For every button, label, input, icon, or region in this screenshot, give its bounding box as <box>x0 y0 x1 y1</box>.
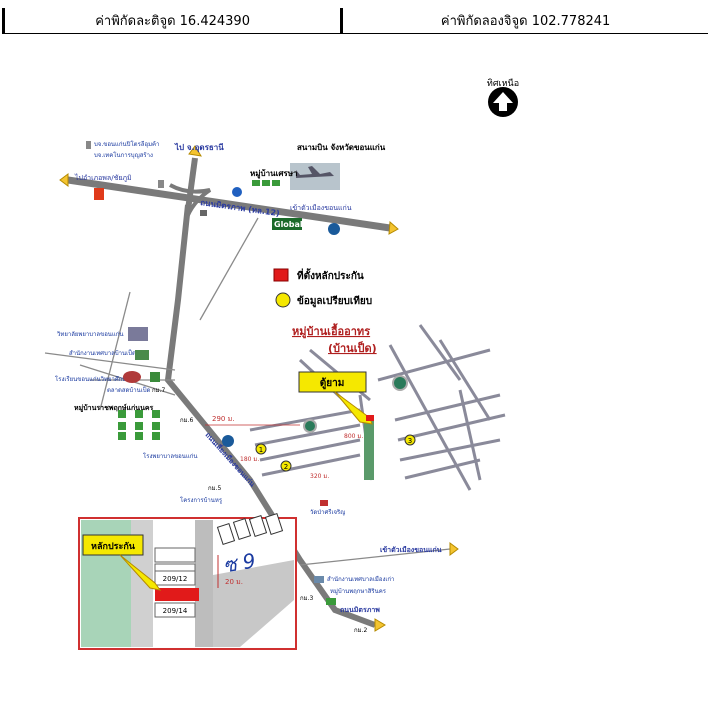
to-phon-label: ไปอำเภอพล/ชัยภูมิ <box>74 173 132 182</box>
comparison-3-marker <box>404 434 416 446</box>
green-strip <box>364 420 374 480</box>
km6-label: กม.6 <box>180 417 193 424</box>
school-label: วิทยาลัยพยาบาลขอนแก่น <box>56 331 123 338</box>
road-to-udon: ไป จ.อุดรธานี <box>169 142 224 216</box>
water-drop-icon <box>232 187 242 197</box>
km3-label: กม.3 <box>300 595 313 602</box>
collateral-label: หลักประกัน <box>91 541 136 552</box>
dist-290-label: 290 ม. <box>212 415 234 423</box>
village-name-label: หมู่บ้านเอื้ออาทร <box>292 323 370 339</box>
legend: ที่ตั้งหลักประกัน ข้อมูลเปรียบเทียบ <box>273 268 372 308</box>
company-1-label: บจ.ขอนแก่นปิโตรลีอุมค้า <box>94 140 159 148</box>
comparison-2-marker <box>280 460 292 472</box>
svg-text:3: 3 <box>408 437 412 445</box>
legend-site-swatch <box>273 268 289 282</box>
guard-post-box <box>298 371 367 393</box>
village-lower-label: หมู่บ้านพฤกษาสิรินคร <box>330 588 387 595</box>
svg-text:2: 2 <box>284 463 288 471</box>
inset-detail: 209/12 209/14 หลักประกัน 20 ม. ซ 9 <box>78 512 297 650</box>
main-highway: ถนนมิตรภาพ (ทล.12) ไปอำเภอพล/ชัยภูมิ เข้… <box>59 173 399 235</box>
comparison-1-marker <box>255 443 267 455</box>
village-area: หมู่บ้านเอื้ออาทร (บ้านเป็ด) ตู้ยาม <box>205 323 506 516</box>
ptt-station-2-icon <box>222 435 234 447</box>
km2-label: กม.2 <box>354 627 367 634</box>
north-arrow-icon <box>493 92 513 111</box>
global-logo <box>272 218 302 230</box>
lower-right: เข้าตัวเมืองขอนแก่น สำนักงานเทศบาลเมืองเ… <box>300 542 459 634</box>
village-setha: หมู่บ้านเศรษา Global <box>200 168 340 235</box>
resort-label: โครงการบ้านหรู <box>180 496 223 504</box>
site-marker <box>366 415 374 421</box>
dist-180-label: 180 ม. <box>240 456 259 463</box>
roundabout <box>392 375 408 391</box>
lot-2-label: 209/14 <box>163 607 188 615</box>
village-alt-label: (บ้านเป็ด) <box>328 341 377 355</box>
airport-label-1: สนามบิน จังหวัดขอนแก่น <box>297 143 386 152</box>
to-udon-label: ไป จ.อุดรธานี <box>174 142 224 153</box>
km5-label: กม.5 <box>208 485 221 492</box>
companies-cluster: บจ.ขอนแก่นปิโตรลีอุมค้า บจ.เทคโนการบุญสร… <box>86 140 164 200</box>
north-label: ทิศเหนือ <box>487 78 519 89</box>
collateral-lot <box>155 588 199 601</box>
road-mittraphap-label: ถนนมิตรภาพ (ทล.12) <box>200 198 281 218</box>
office-lower-label: สำนักงานเทศบาลเมืองเก่า <box>327 575 394 583</box>
guard-post-label: ตู้ยาม <box>320 377 345 390</box>
svg-text:1: 1 <box>259 446 263 454</box>
latitude-cell: ค่าพิกัดละติจูด 16.424390 <box>1 8 342 34</box>
temple-label: วัดป่าศรีเจริญ <box>310 508 345 516</box>
temple-school-label: โรงเรียนขอนแก่นวิทยาศึกษา <box>55 375 130 383</box>
left-landmarks: วิทยาลัยพยาบาลขอนแก่น สำนักงานเทศบาลบ้าน… <box>55 327 234 504</box>
school-building-icon <box>128 327 148 341</box>
seven-eleven-icon <box>150 372 160 382</box>
to-city-2-label: เข้าตัวเมืองขอนแก่น <box>380 545 442 554</box>
airport: สนามบิน จังหวัดขอนแก่น <box>290 143 386 190</box>
legend-comparison-swatch <box>275 292 291 308</box>
fuel-station-icon <box>94 188 104 200</box>
company-2-label: บจ.เทคโนการบุญสร้าง <box>94 151 153 159</box>
hospital-label: โรงพยาบาลขอนแก่น <box>143 452 197 460</box>
village-kaen-label: หมู่บ้านราชพฤกษ์แก่นนคร <box>74 403 154 413</box>
road-mittraphap-2-label: ถนนมิตรภาพ <box>340 606 380 614</box>
inset-road-letter: ซ 9 <box>221 548 257 577</box>
district-office-label: สำนักงานเทศบาลบ้านเป็ด <box>69 348 136 357</box>
market-label: ตลาดสดบ้านเป็ด <box>107 385 151 394</box>
dist-20-label: 20 ม. <box>225 578 243 586</box>
to-city-label: เข้าตัวเมืองขอนแก่น <box>290 204 352 212</box>
dist-320-label: 320 ม. <box>310 473 329 480</box>
dist-800-label: 800 ม. <box>344 433 363 440</box>
legend-site-label: ที่ตั้งหลักประกัน <box>297 268 364 282</box>
legend-comparison-label: ข้อมูลเปรียบเทียบ <box>297 295 372 308</box>
coordinate-table: ค่าพิกัดละติจูด 16.424390 ค่าพิกัดลองจิจ… <box>1 8 708 34</box>
ptt-station-icon <box>328 223 340 235</box>
village-setha-label: หมู่บ้านเศรษา <box>250 168 297 179</box>
longitude-cell: ค่าพิกัดลองจิจูด 102.778241 <box>340 8 708 34</box>
collateral-callout <box>82 534 144 556</box>
km7-label: กม.7 <box>152 387 165 394</box>
svg-text:Global: Global <box>274 220 303 229</box>
lot-1-label: 209/12 <box>163 575 188 583</box>
minor-roads <box>44 217 451 566</box>
north-compass: ทิศเหนือ <box>487 78 519 117</box>
